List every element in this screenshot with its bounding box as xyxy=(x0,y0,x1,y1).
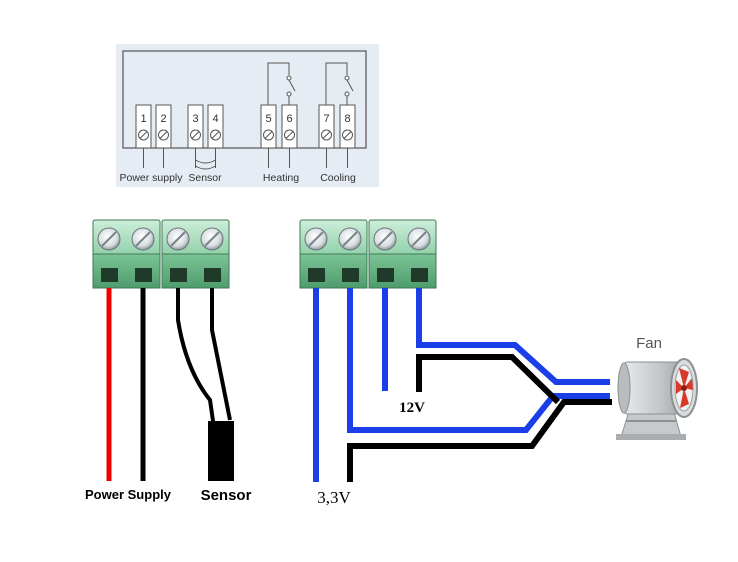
fan-wiring xyxy=(313,288,612,482)
label-3v3: 3,3V xyxy=(317,488,351,507)
cooling-relay-contact xyxy=(325,62,354,105)
terminal-number: 1 xyxy=(140,113,146,125)
schematic-frame xyxy=(122,50,367,149)
terminal-number: 3 xyxy=(192,113,198,125)
controller-schematic: 1 2 3 4 5 6 7 xyxy=(116,44,379,187)
wire-sensor-a xyxy=(176,288,216,429)
sensor-probe xyxy=(208,421,234,481)
label-power-supply: Power supply xyxy=(119,172,183,184)
label-sensor: Sensor xyxy=(188,172,222,184)
schematic-terminal-2: 2 xyxy=(155,104,172,149)
fan-icon xyxy=(616,358,698,440)
wire-black-12v xyxy=(416,354,561,405)
schematic-terminal-7: 7 xyxy=(318,104,335,149)
terminal-block-cooling xyxy=(368,219,437,289)
terminal-block-power xyxy=(92,219,161,289)
sensor-symbol xyxy=(195,159,216,170)
terminal-block-sensor xyxy=(161,219,230,289)
label-fan: Fan xyxy=(636,335,662,352)
label-heating: Heating xyxy=(263,172,299,184)
heating-relay-contact xyxy=(267,62,296,105)
label-power-supply-bottom: Power Supply xyxy=(85,487,172,502)
terminal-number: 2 xyxy=(160,113,166,125)
schematic-leads xyxy=(143,148,348,168)
wire-blue-12v-out xyxy=(416,288,610,385)
wire-black-33v xyxy=(347,399,612,482)
terminal-number: 5 xyxy=(265,113,271,125)
schematic-terminal-8: 8 xyxy=(339,104,356,149)
schematic-terminal-3: 3 xyxy=(187,104,204,149)
wire-blue-common xyxy=(347,288,610,433)
terminal-number: 8 xyxy=(344,113,350,125)
terminal-number: 6 xyxy=(286,113,292,125)
wire-sensor-b xyxy=(210,288,232,421)
label-12v: 12V xyxy=(399,400,425,416)
schematic-terminal-6: 6 xyxy=(281,104,298,149)
schematic-terminal-5: 5 xyxy=(260,104,277,149)
terminal-number: 7 xyxy=(323,113,329,125)
terminal-number: 4 xyxy=(212,113,218,125)
terminal-block-heating xyxy=(299,219,368,289)
schematic-terminal-1: 1 xyxy=(135,104,152,149)
schematic-terminal-4: 4 xyxy=(207,104,224,149)
label-sensor-bottom: Sensor xyxy=(201,487,252,504)
label-cooling: Cooling xyxy=(320,172,356,184)
